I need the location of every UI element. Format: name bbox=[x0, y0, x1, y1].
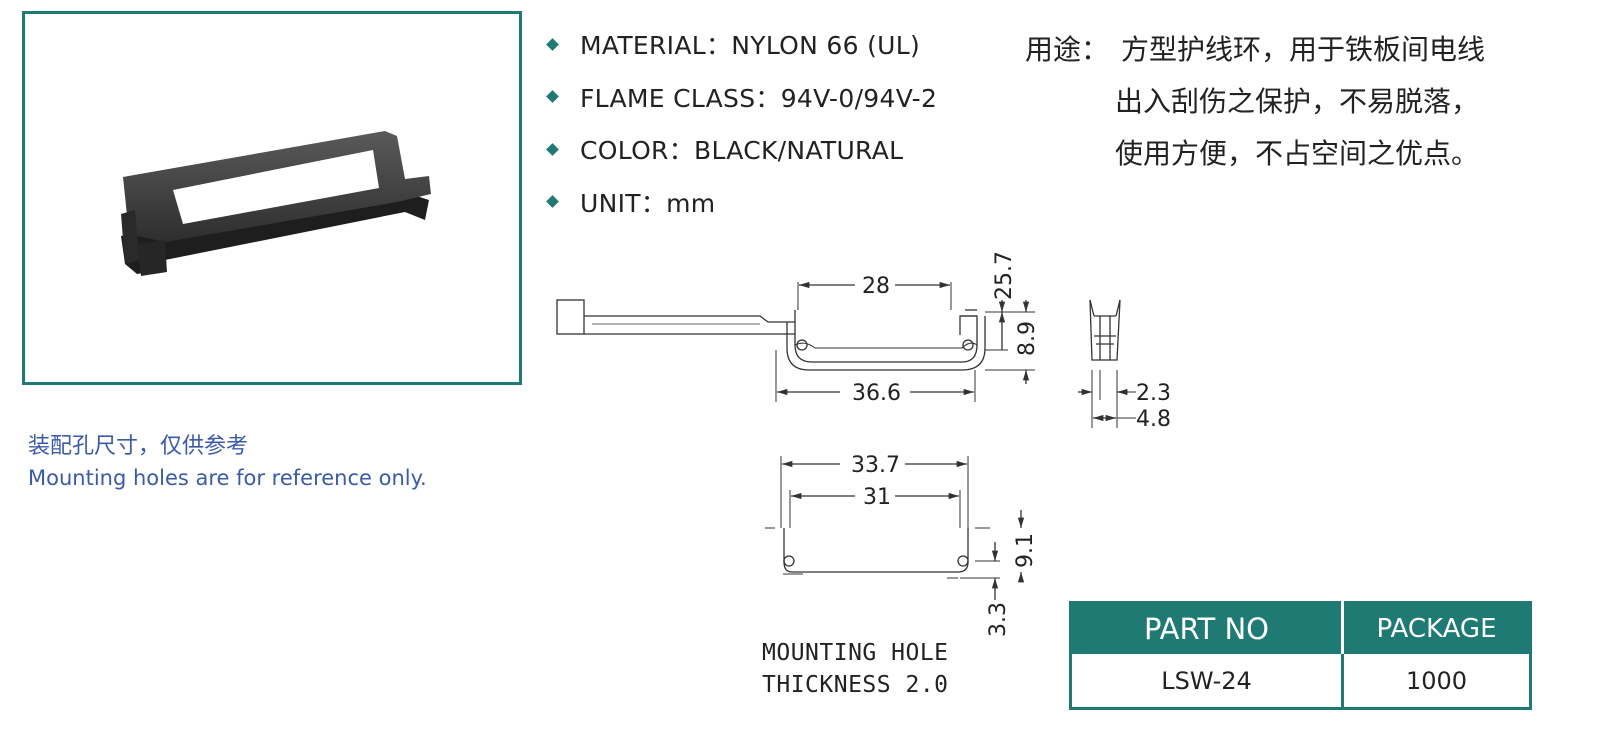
spec-list: MATERIAL：NYLON 66 (UL) FLAME CLASS：94V-0… bbox=[545, 18, 937, 228]
dim-overall-width: 36.6 bbox=[852, 381, 901, 406]
mounting-hole-view bbox=[765, 456, 1025, 600]
usage-line-3: 使用方便，不占空间之优点。 bbox=[1115, 137, 1480, 170]
dim-height-total: 25.7 bbox=[992, 251, 1017, 300]
table-row: LSW-24 1000 bbox=[1070, 654, 1531, 709]
end-view bbox=[1078, 299, 1136, 428]
profile-view bbox=[556, 281, 1035, 402]
usage-label: 用途： bbox=[1025, 33, 1110, 66]
spec-material: MATERIAL：NYLON 66 (UL) bbox=[545, 18, 937, 71]
usage-line-2: 出入刮伤之保护，不易脱落， bbox=[1115, 85, 1480, 118]
spec-color: COLOR：BLACK/NATURAL bbox=[545, 123, 937, 176]
dim-hole-offset: 3.3 bbox=[986, 602, 1011, 637]
dim-side-b: 4.8 bbox=[1136, 407, 1171, 432]
spec-unit-text: UNIT：mm bbox=[580, 188, 716, 218]
spec-material-text: MATERIAL：NYLON 66 (UL) bbox=[580, 31, 920, 61]
note-chinese: 装配孔尺寸，仅供参考 bbox=[28, 434, 249, 459]
usage-lines: 方型护线环，用于铁板间电线 出入刮伤之保护，不易脱落， 使用方便，不占空间之优点… bbox=[1115, 24, 1541, 180]
spec-flame-class-text: FLAME CLASS：94V-0/94V-2 bbox=[580, 83, 938, 113]
header-part-no: PART NO bbox=[1070, 602, 1344, 655]
dim-top-width: 28 bbox=[862, 274, 890, 299]
note-english: Mounting holes are for reference only. bbox=[28, 466, 427, 490]
mounting-hole-caption: MOUNTING HOLE THICKNESS 2.0 bbox=[762, 637, 949, 701]
usage-line-1: 方型护线环，用于铁板间电线 bbox=[1121, 33, 1486, 66]
caption-line-2: THICKNESS 2.0 bbox=[762, 672, 949, 698]
cell-package: 1000 bbox=[1405, 666, 1468, 695]
product-photo-frame bbox=[22, 11, 522, 385]
part-table: PART NO PACKAGE LSW-24 1000 bbox=[1069, 601, 1532, 710]
dim-hole-height: 9.1 bbox=[1013, 533, 1038, 568]
table-header-row: PART NO PACKAGE bbox=[1070, 602, 1531, 655]
dim-side-a: 2.3 bbox=[1136, 381, 1171, 406]
spec-color-text: COLOR：BLACK/NATURAL bbox=[580, 136, 904, 166]
spec-flame-class: FLAME CLASS：94V-0/94V-2 bbox=[545, 71, 937, 124]
caption-line-1: MOUNTING HOLE bbox=[762, 640, 949, 666]
product-photo bbox=[121, 131, 431, 276]
dim-hole-outer: 33.7 bbox=[851, 453, 900, 478]
spec-unit: UNIT：mm bbox=[545, 176, 937, 229]
cell-part-no: LSW-24 bbox=[1070, 654, 1344, 709]
header-package: PACKAGE bbox=[1342, 602, 1531, 655]
dim-hole-inner: 31 bbox=[863, 485, 891, 510]
dim-height-inner: 8.9 bbox=[1015, 321, 1040, 356]
